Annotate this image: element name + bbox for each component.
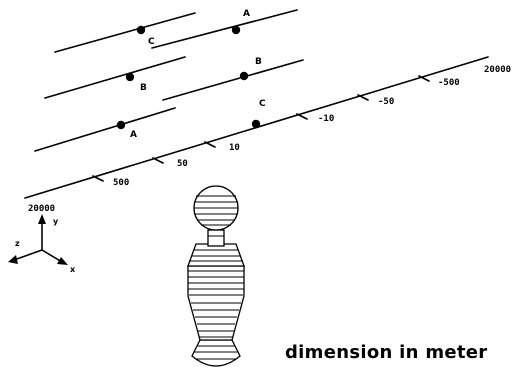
axis-label-20000-far: 20000 bbox=[484, 65, 511, 75]
point-label-near-c: C bbox=[148, 37, 155, 47]
coord-axis-x-arrowhead bbox=[57, 257, 68, 265]
coord-axis-x bbox=[41, 249, 63, 263]
axis-label-minus50: -50 bbox=[378, 97, 394, 107]
point-far-a bbox=[231, 25, 241, 35]
line-far-b bbox=[162, 59, 304, 101]
axis-label-500: 500 bbox=[113, 178, 129, 188]
line-near-c bbox=[54, 12, 196, 53]
coord-axis-z bbox=[13, 249, 43, 261]
point-near-c bbox=[136, 25, 146, 35]
point-near-a bbox=[116, 120, 126, 130]
human-figure bbox=[187, 185, 245, 367]
line-near-a bbox=[34, 107, 176, 152]
coord-axis-z-arrowhead bbox=[8, 255, 18, 264]
axis-label-20000-near: 20000 bbox=[28, 204, 55, 214]
coord-label-y: y bbox=[53, 217, 59, 226]
axis-tick bbox=[204, 141, 216, 148]
point-label-far-a: A bbox=[243, 9, 250, 19]
coord-axis-y-arrowhead bbox=[38, 214, 46, 224]
axis-tick bbox=[418, 75, 430, 82]
point-far-c bbox=[251, 119, 261, 129]
dimension-caption: dimension in meter bbox=[285, 342, 488, 363]
axis-label-10: 10 bbox=[229, 143, 240, 153]
coord-label-x: x bbox=[70, 265, 76, 274]
axis-tick bbox=[152, 157, 164, 164]
point-near-b bbox=[125, 72, 135, 82]
coord-label-z: z bbox=[15, 239, 20, 248]
axis-tick bbox=[296, 113, 308, 120]
figure-hatching bbox=[188, 195, 244, 360]
line-far-a bbox=[151, 9, 298, 49]
axis-label-minus500: -500 bbox=[438, 78, 460, 88]
point-label-far-b: B bbox=[255, 57, 262, 67]
point-far-b bbox=[239, 71, 249, 81]
axis-label-50: 50 bbox=[177, 159, 188, 169]
axis-tick bbox=[357, 94, 369, 101]
axis-label-minus10: -10 bbox=[318, 114, 334, 124]
line-near-b bbox=[44, 56, 186, 99]
point-label-far-c: C bbox=[259, 99, 266, 109]
point-label-near-b: B bbox=[140, 83, 147, 93]
point-label-near-a: A bbox=[130, 130, 137, 140]
axis-tick bbox=[92, 175, 104, 182]
